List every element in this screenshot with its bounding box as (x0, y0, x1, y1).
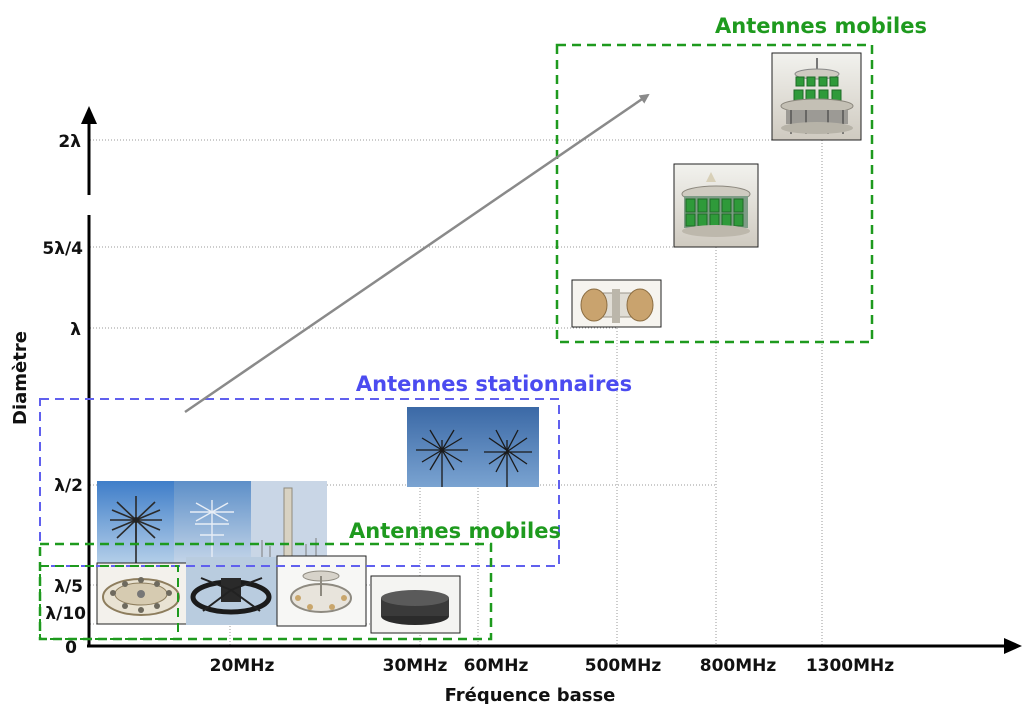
green-panel-tower-photo (771, 52, 862, 141)
y-tick-zero: 0 (65, 638, 77, 658)
green-panel-array-photo (673, 163, 759, 248)
mobile-antennas-low-inner-box (39, 565, 179, 640)
y-tick-lambda-2: λ/2 (54, 476, 83, 496)
y-tick-2lambda: 2λ (58, 132, 81, 152)
y-tick-lambda: λ (70, 320, 81, 340)
mobile-antennas-high-title: Antennes mobiles (715, 14, 927, 38)
x-tick-60mhz: 60MHz (464, 656, 529, 676)
x-tick-20mhz: 20MHz (210, 656, 275, 676)
trend-arrow (184, 93, 650, 414)
mobile-antennas-low-box (38, 542, 493, 641)
mobile-antennas-high-box (555, 43, 874, 344)
ring-antenna-photo (96, 562, 188, 625)
x-tick-800mhz: 800MHz (700, 656, 777, 676)
y-axis-arrowhead (81, 106, 97, 124)
black-disc-antenna-photo (370, 575, 461, 634)
x-axis-name: Fréquence basse (445, 685, 616, 704)
x-tick-30mhz: 30MHz (383, 656, 448, 676)
biconical-antenna-sky-photo (97, 481, 175, 567)
small-ring-antenna-photo (276, 555, 367, 627)
x-tick-500mhz: 500MHz (585, 656, 662, 676)
y-tick-5lambda-4: 5λ/4 (42, 239, 83, 259)
y-tick-lambda-5: λ/5 (54, 577, 83, 597)
mobile-antennas-low-title: Antennes mobiles (349, 519, 561, 543)
mast-antenna-photo (251, 481, 327, 568)
log-periodic-antenna-photo (478, 407, 539, 487)
stationary-antennas-title: Antennes stationnaires (356, 372, 632, 396)
stationary-antennas-box (39, 398, 560, 567)
disc-pair-antenna-photo (571, 279, 662, 328)
log-periodic-antenna-photo (174, 481, 251, 567)
x-axis-arrowhead (1004, 638, 1022, 654)
y-tick-lambda-10: λ/10 (45, 604, 86, 624)
log-periodic-antenna-photo (407, 407, 478, 487)
y-axis-name: Diamètre (10, 331, 31, 425)
black-ring-antenna-photo (186, 557, 277, 625)
x-tick-1300mhz: 1300MHz (806, 656, 894, 676)
